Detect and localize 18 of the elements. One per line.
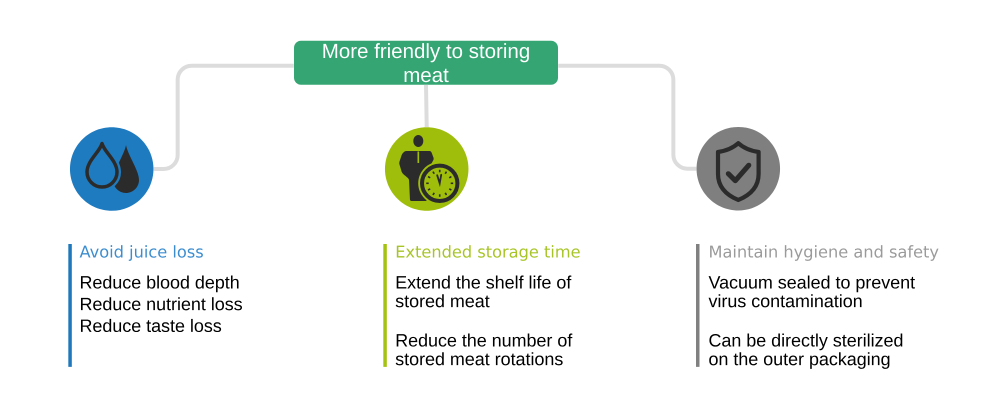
text-panel	[383, 244, 580, 367]
body-text: Reduce the number of stored meat rotations	[396, 334, 572, 366]
body-text: Vacuum sealed to prevent virus contamination	[708, 276, 915, 308]
connector-line	[424, 84, 429, 128]
text-panel	[68, 244, 242, 367]
connector-line	[154, 64, 294, 171]
body-text: Can be directly sterilized on the outer packaging	[709, 334, 902, 369]
text-panel	[696, 244, 939, 369]
body-text: Reduce nutrient loss	[81, 297, 242, 310]
heading-text: Avoid juice loss	[80, 245, 203, 261]
connector-line	[558, 64, 696, 171]
circle-badge	[696, 126, 780, 210]
body-text: Extend the shelf life of stored meat	[396, 276, 572, 308]
body-text: Reduce blood depth	[81, 276, 239, 292]
heading-text: Maintain hygiene and safety	[710, 245, 939, 261]
heading-text: Extended storage time	[396, 245, 580, 261]
title-box: More friendly to storing meat	[294, 40, 558, 85]
body-text: Reduce taste loss	[81, 318, 222, 332]
